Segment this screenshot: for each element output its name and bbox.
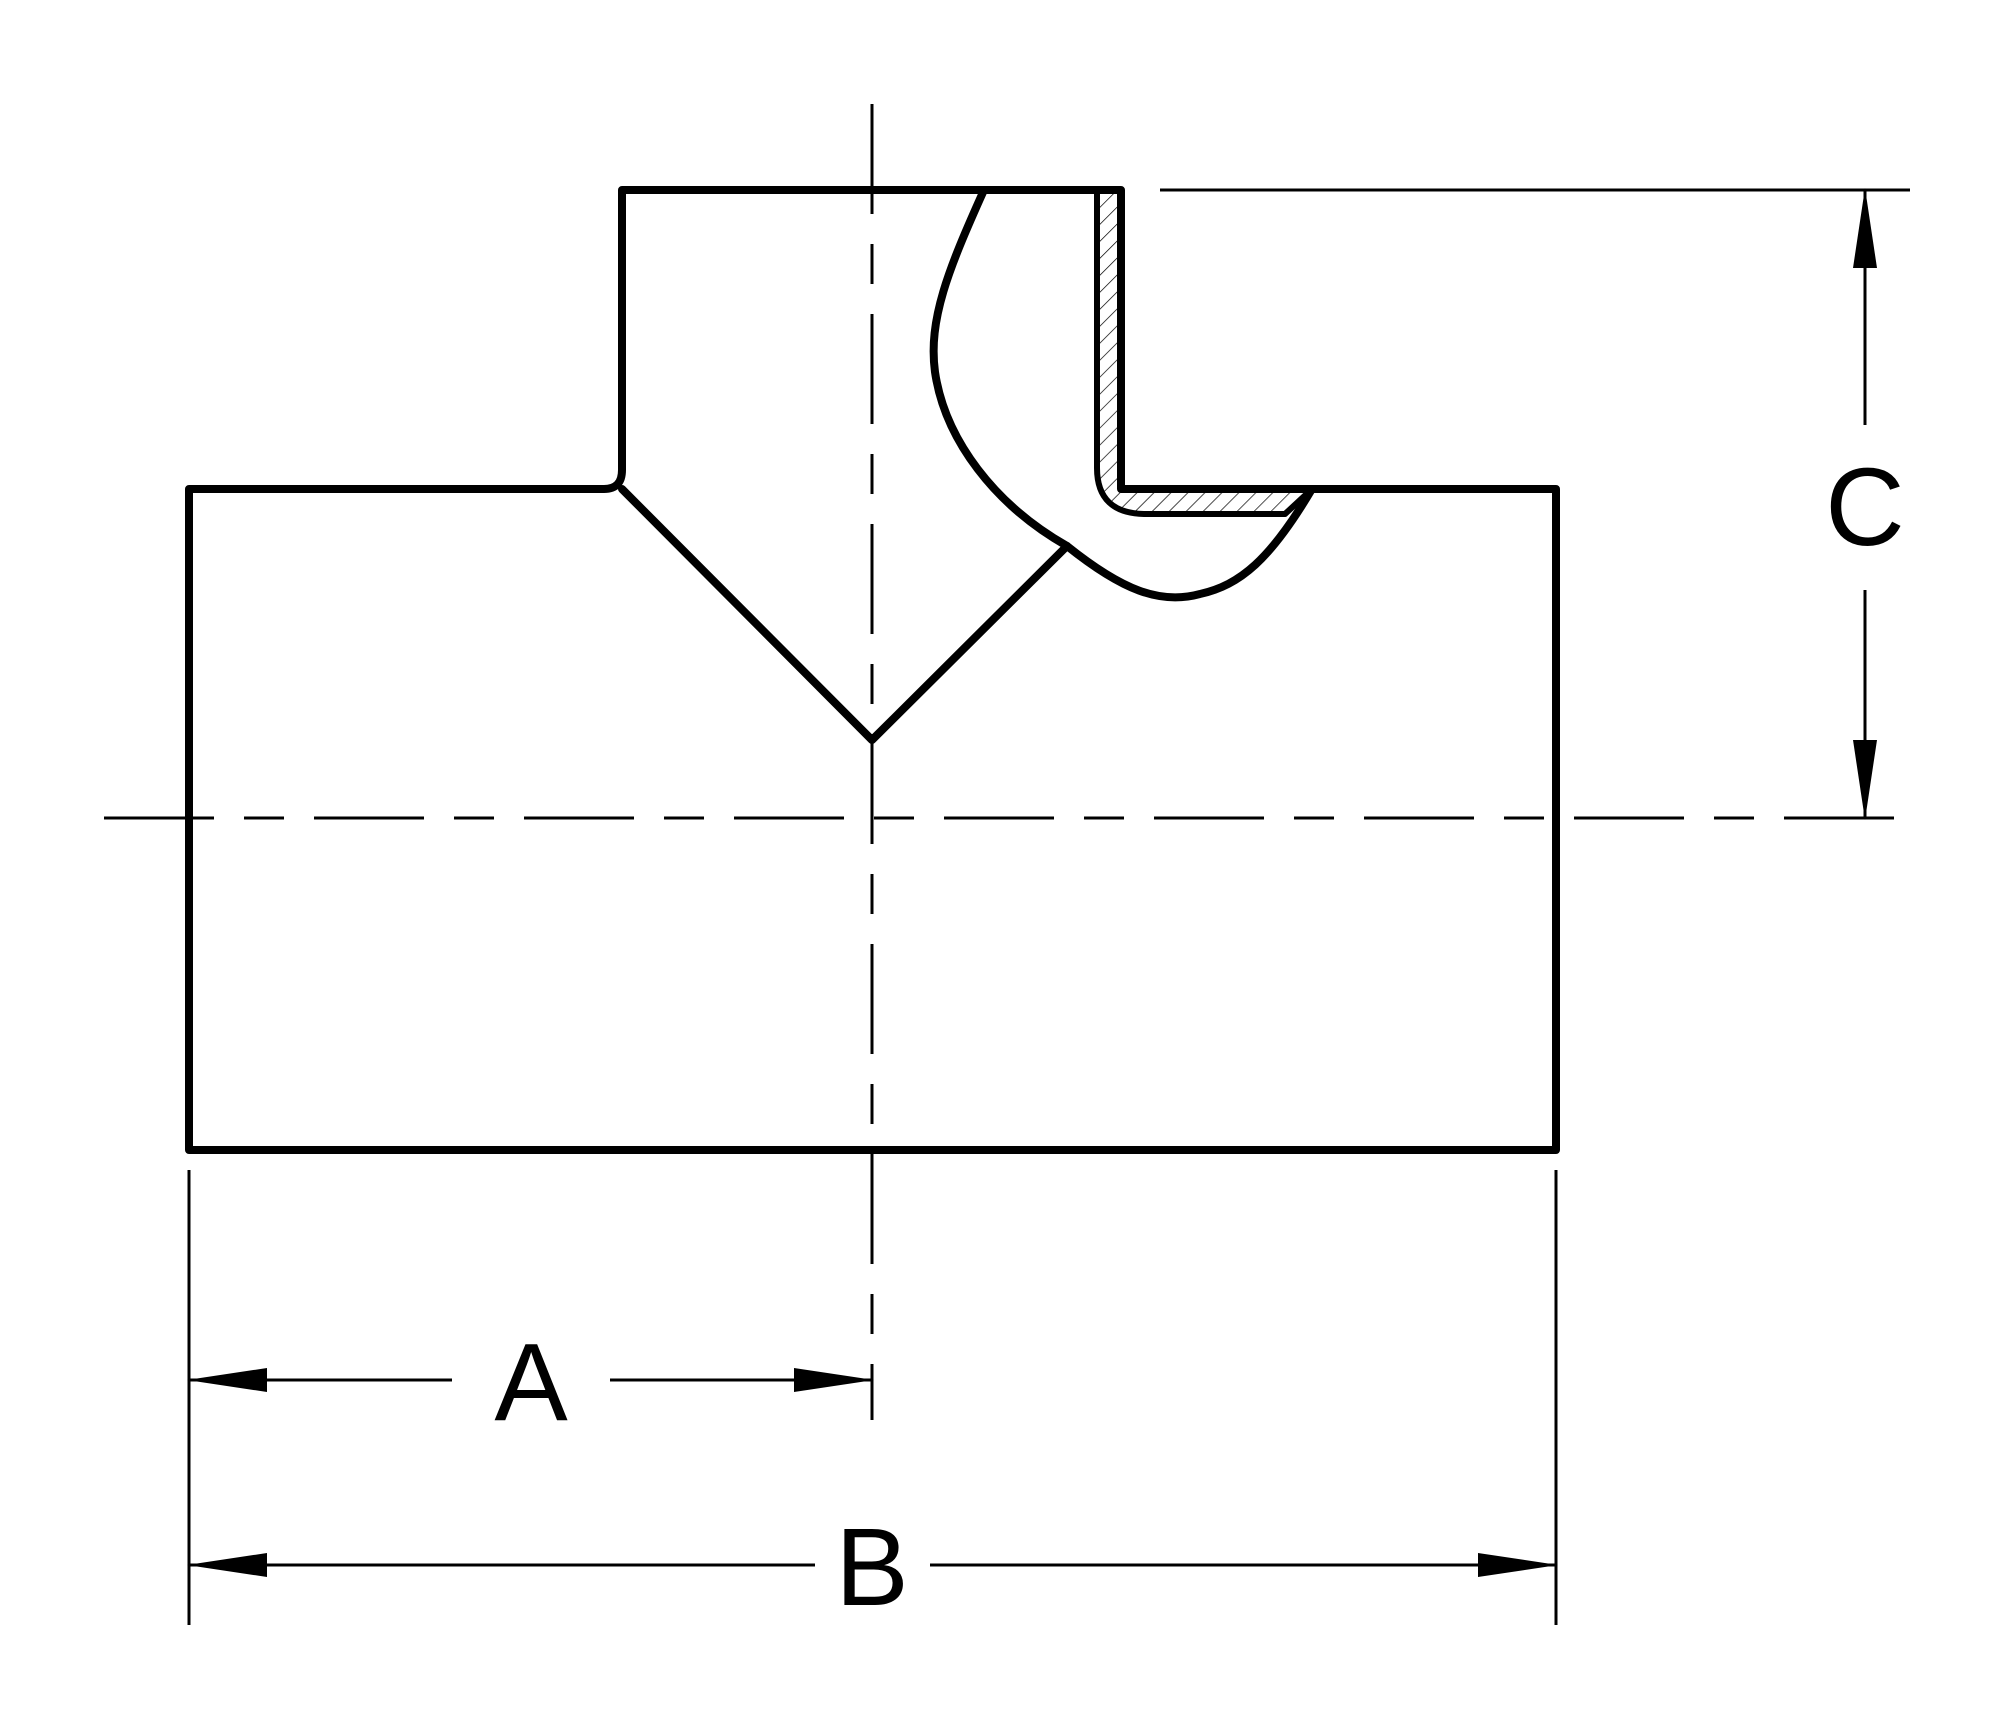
intersection-curve bbox=[618, 485, 1071, 744]
cutaway-break-line bbox=[929, 186, 1316, 602]
dimension-a-label: A bbox=[494, 1321, 568, 1444]
wall-section-hatch bbox=[1094, 187, 1315, 517]
dimension-c-label: C bbox=[1825, 446, 1904, 569]
tee-run-body bbox=[185, 186, 1560, 1154]
dimension-b-label: B bbox=[835, 1506, 908, 1629]
